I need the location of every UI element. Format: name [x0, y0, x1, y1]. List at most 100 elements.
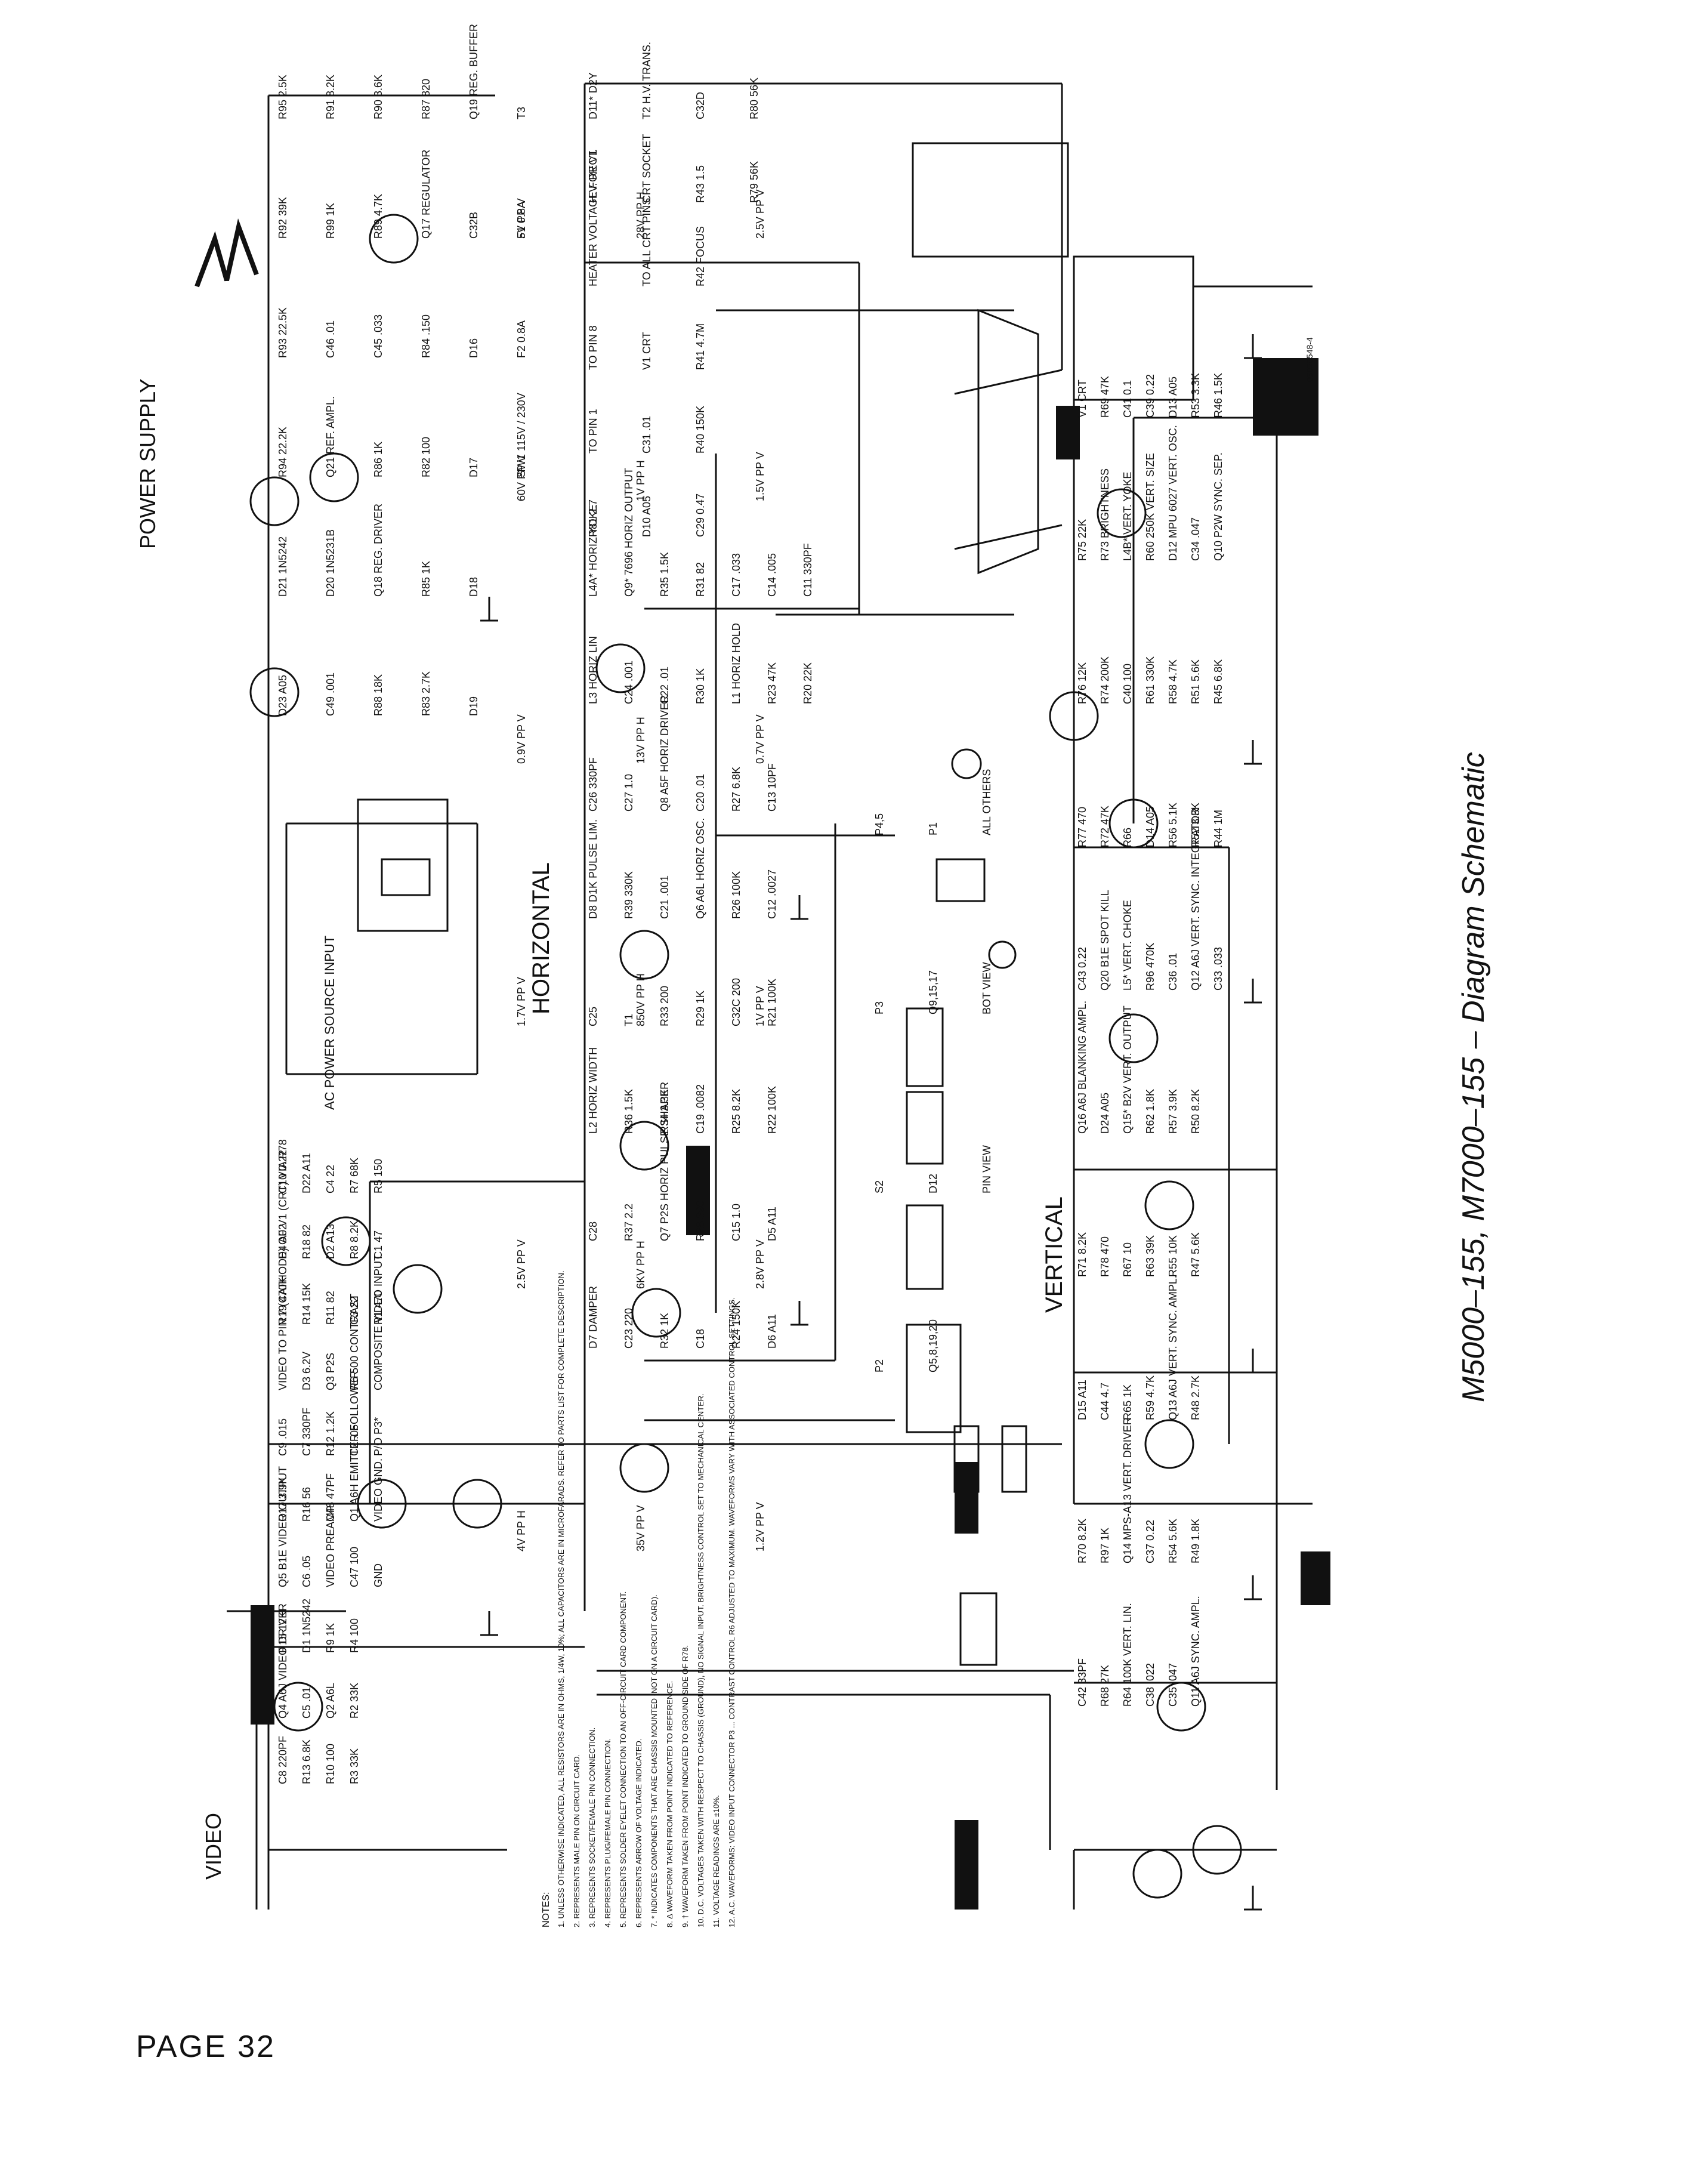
- horiz-component-label: R23 47K: [766, 662, 778, 704]
- hv-component-label: R81 2.7: [587, 499, 599, 537]
- connector-label: Q9,15,17: [927, 970, 939, 1014]
- horiz-component-label: L1 HORIZ HOLD: [730, 623, 742, 704]
- horiz-component-label: R27 6.8K: [730, 767, 742, 812]
- vert-component-label: C36 .01: [1167, 953, 1179, 991]
- power-component-label: R95 2.5K: [277, 75, 289, 119]
- horiz-component-label: R32 1K: [659, 1313, 671, 1349]
- power-component-label: R92 39K: [277, 197, 289, 239]
- note-item: 11. VOLTAGE READINGS ARE ±10%.: [712, 1795, 721, 1927]
- video-component-label: R3 33K: [348, 1748, 360, 1784]
- video-component-label: Q4 A6J VIDEO DRIVER: [277, 1603, 289, 1719]
- power-component-label: D16: [468, 338, 480, 358]
- waveform-tag-label: 60V PP V: [515, 455, 527, 501]
- power-component-label: R99 1K: [325, 203, 336, 239]
- diagram-title: M5000–155, M7000–155 – Diagram Schematic: [1456, 752, 1491, 1402]
- vert-component-label: R52 3.3K: [1190, 803, 1202, 847]
- hv-component-label: R79 56K: [748, 161, 760, 203]
- video-component-label: D2 A13: [325, 1224, 336, 1259]
- hv-component-label: C29 0.47: [694, 493, 706, 537]
- vert-component-label: L4B* VERT. YOKE: [1122, 472, 1134, 561]
- vert-component-label: R59 4.7K: [1144, 1375, 1156, 1420]
- power-component-label: R89 4.7K: [372, 194, 384, 239]
- video-component-label: Q2 A6L: [325, 1683, 336, 1719]
- vert-component-label: R63 39K: [1144, 1235, 1156, 1277]
- note-item: 3. REPRESENTS SOCKET/FEMALE PIN CONNECTI…: [588, 1728, 597, 1927]
- power-component-label: Q18 REG. DRIVER: [372, 504, 384, 597]
- video-component-label: R10 100: [325, 1744, 336, 1784]
- vert-component-label: R96 470K: [1144, 943, 1156, 991]
- waveform-tag-label: 1.2V PP V: [754, 1502, 766, 1551]
- vert-component-label: C34 .047: [1190, 517, 1202, 561]
- power-component-label: C32B: [468, 212, 480, 239]
- video-component-label: C10 0.22: [277, 1150, 289, 1193]
- vert-component-label: D15 A11: [1076, 1380, 1088, 1420]
- vert-component-label: Q12 A6J VERT. SYNC. INTEGRATOR: [1190, 808, 1202, 991]
- hv-component-label: R42 FOCUS: [694, 226, 706, 286]
- horiz-component-label: L4A* HORIZ YOKE: [587, 504, 599, 597]
- video-component-label: D1 1N5242: [301, 1599, 313, 1653]
- video-component-label: C2 .05: [348, 1424, 360, 1456]
- power-component-label: F1 0.8A: [515, 201, 527, 239]
- power-component-label: R94 22.2K: [277, 427, 289, 477]
- video-component-label: D4 A02: [277, 1224, 289, 1259]
- horiz-component-label: D5 A11: [766, 1207, 778, 1241]
- video-component-label: C1 47: [372, 1230, 384, 1259]
- power-component-label: R83 2.7K: [420, 671, 432, 716]
- power-component-label: D20 1N5231B: [325, 529, 336, 597]
- note-item: 6. REPRESENTS ARROW OF VOLTAGE INDICATED…: [634, 1739, 643, 1927]
- horiz-component-label: R21 100K: [766, 979, 778, 1026]
- video-component-label: R19 470K: [277, 1277, 289, 1325]
- vert-component-label: C43 0.22: [1076, 947, 1088, 991]
- note-item: 12. A.C. WAVEFORMS: VIDEO INPUT CONNECTO…: [727, 1297, 736, 1927]
- hv-component-label: D10 A05: [641, 496, 653, 537]
- horiz-component-label: R28 390: [694, 1201, 706, 1241]
- hv-component-label: T2 H.V. TRANS.: [641, 42, 653, 119]
- video-component-label: C9 .015: [277, 1418, 289, 1456]
- video-component-label: C6 .05: [301, 1556, 313, 1587]
- vert-component-label: R67 10: [1122, 1242, 1134, 1277]
- vert-component-label: Q14 MPS-A13 VERT. DRIVER: [1122, 1417, 1134, 1563]
- horiz-component-label: R33 200: [659, 986, 671, 1026]
- vert-component-label: D13 A05: [1167, 377, 1179, 418]
- hv-component-label: HEATER VOLTAGE FOR V1: [587, 150, 599, 286]
- video-component-label: R1 470: [372, 1290, 384, 1325]
- vert-component-label: C44 4.7: [1099, 1383, 1111, 1420]
- video-component-label: C47 100: [348, 1547, 360, 1587]
- connector-label: ALL OTHERS: [981, 769, 993, 835]
- video-component-label: R15 12K: [277, 1611, 289, 1653]
- vert-component-label: R64 100K VERT. LIN.: [1122, 1603, 1134, 1707]
- video-component-label: Q3 P2S: [325, 1353, 336, 1390]
- video-component-label: GND: [372, 1563, 384, 1587]
- vert-component-label: R97 1K: [1099, 1528, 1111, 1563]
- power-component-label: C45 .033: [372, 314, 384, 358]
- vert-component-label: V1 CRT: [1076, 380, 1088, 418]
- connector-label: P1: [927, 822, 939, 835]
- video-component-label: R5 150: [372, 1159, 384, 1193]
- power-component-label: R93 22.5K: [277, 307, 289, 358]
- horiz-component-label: Q7 P2S HORIZ PULSE SHAPER: [659, 1082, 671, 1241]
- hv-component-label: TO PIN 1: [587, 409, 599, 454]
- power-component-label: C46 .01: [325, 320, 336, 358]
- horiz-component-label: D7 DAMPER: [587, 1286, 599, 1349]
- hv-component-label: R43 1.5: [694, 165, 706, 203]
- vert-component-label: R71 8.2K: [1076, 1232, 1088, 1277]
- note-item: 2. REPRESENTS MALE PIN ON CIRCUIT CARD.: [572, 1754, 581, 1927]
- video-component-label: VIDEO GND.: [372, 1458, 384, 1522]
- note-item: 9. † WAVEFORM TAKEN FROM POINT INDICATED…: [681, 1645, 690, 1927]
- vert-component-label: R72 47K: [1099, 806, 1111, 847]
- vert-component-label: R49 1.8K: [1190, 1519, 1202, 1563]
- section-power-supply: POWER SUPPLY: [135, 379, 160, 549]
- horiz-component-label: C19 .0082: [694, 1084, 706, 1134]
- waveform-tag-label: 2.5V PP V: [515, 1239, 527, 1289]
- vert-component-label: R62 1.8K: [1144, 1089, 1156, 1134]
- video-component-label: R6 500 CONTRAST: [348, 1294, 360, 1390]
- power-component-label: R87 820: [420, 79, 432, 119]
- horiz-component-label: C32C 200: [730, 978, 742, 1026]
- horiz-component-label: Q8 A5F HORIZ DRIVER: [659, 695, 671, 812]
- video-component-label: R11 82: [325, 1291, 336, 1325]
- horiz-component-label: C27 1.0: [623, 774, 635, 812]
- vert-component-label: R46 1.5K: [1212, 373, 1224, 418]
- waveform-sawtooth: [194, 218, 259, 288]
- power-component-label: D18: [468, 577, 480, 597]
- connector-label: PIN VIEW: [981, 1145, 993, 1193]
